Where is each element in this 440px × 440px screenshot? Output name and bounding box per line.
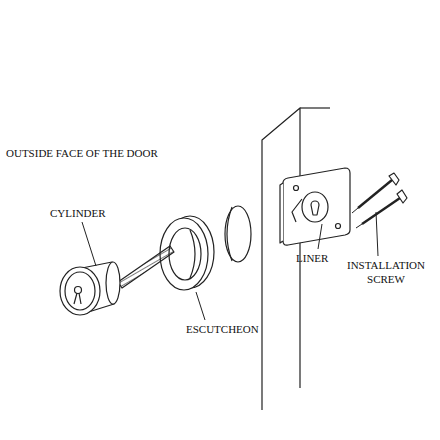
heading-label: OUTSIDE FACE OF THE DOOR <box>6 146 206 160</box>
trim-ring <box>225 206 251 262</box>
installation-screw <box>352 173 407 228</box>
part-label: LINER <box>296 251 346 265</box>
part-label: INSTALLATION SCREW <box>338 258 434 286</box>
cylinder <box>60 262 120 315</box>
part-label: ESCUTCHEON <box>186 322 286 336</box>
part-label: CYLINDER <box>50 206 130 220</box>
cylinder-tail <box>118 246 174 288</box>
liner-plate <box>280 168 350 245</box>
leader-line <box>82 212 378 320</box>
